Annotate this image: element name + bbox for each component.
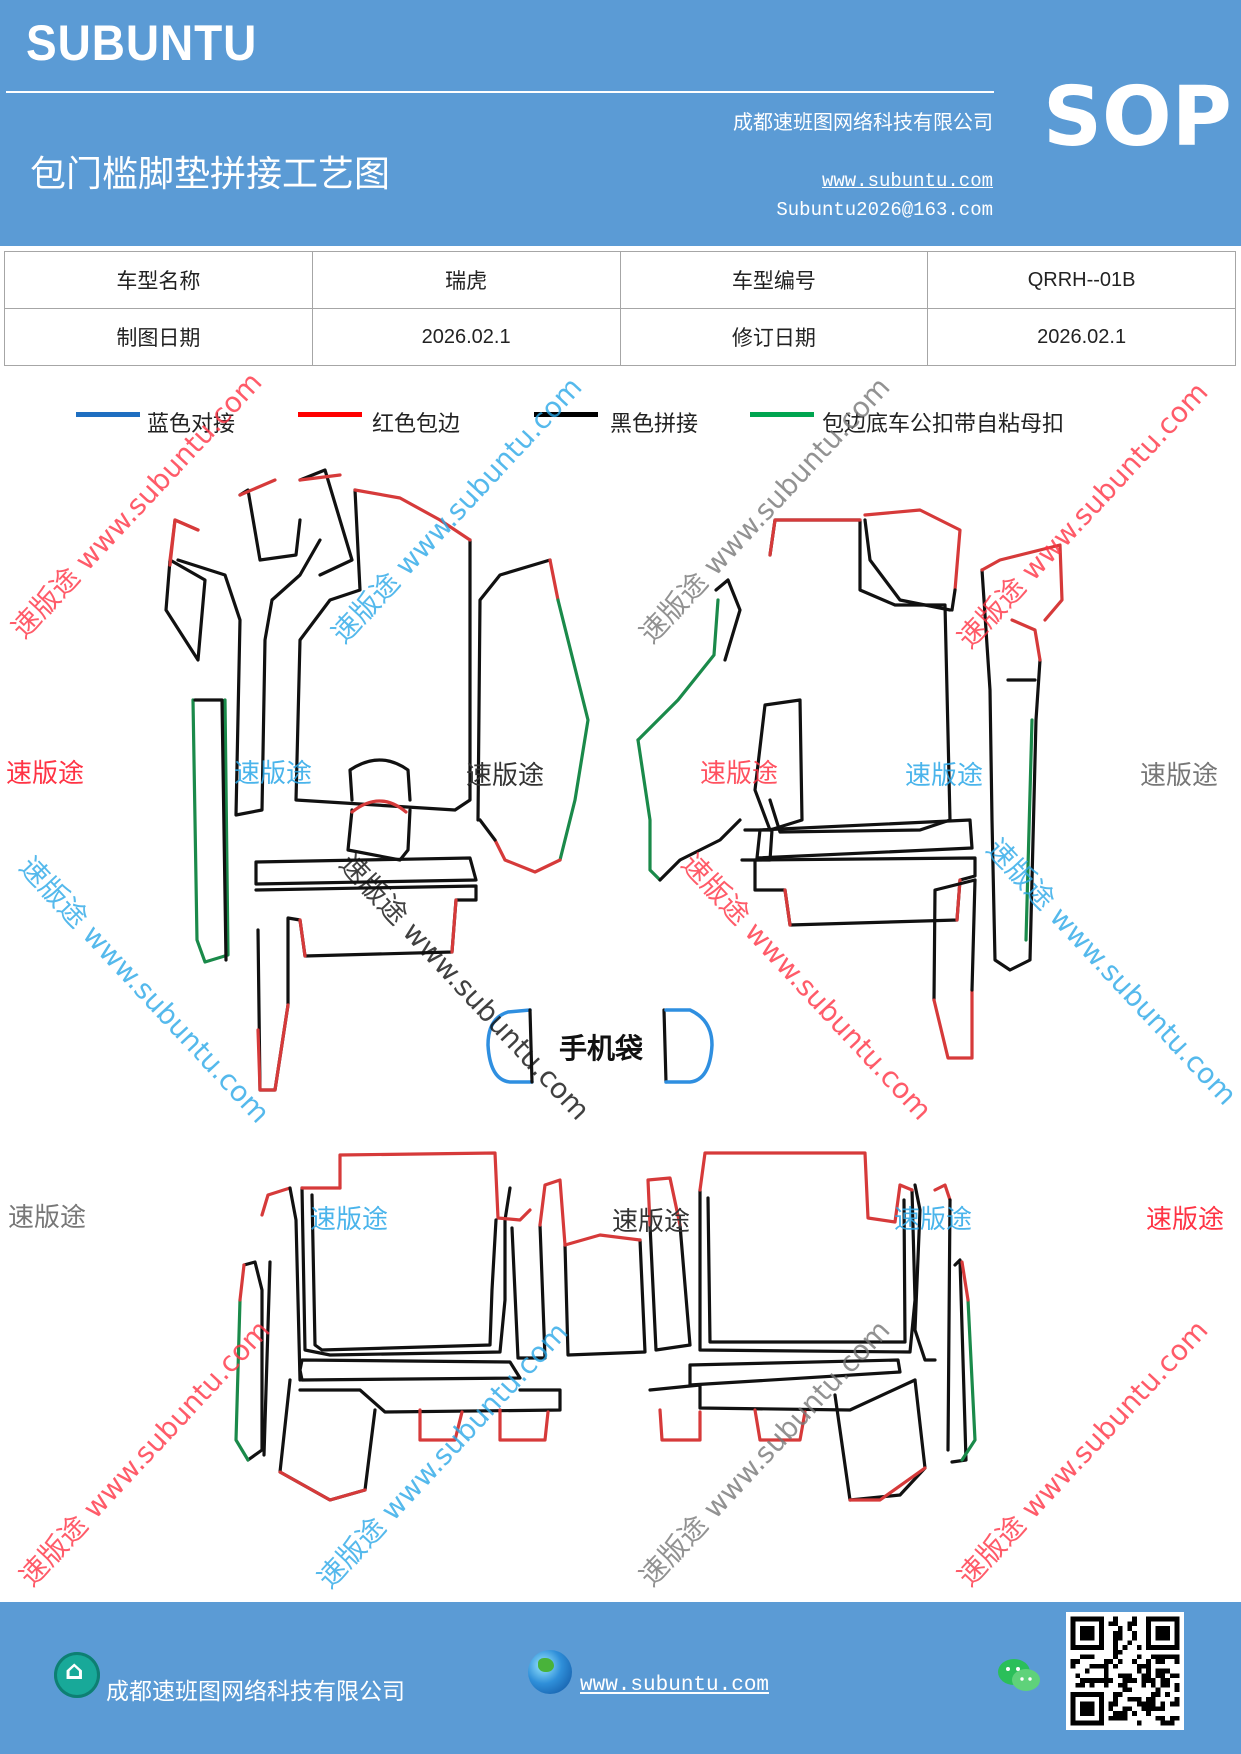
phone-pocket-left (486, 1008, 534, 1084)
mat-piece (300, 1151, 532, 1357)
header-email[interactable]: Subuntu2026@163.com (776, 199, 993, 221)
globe-icon (528, 1650, 572, 1694)
legend-swatch-black (534, 412, 598, 417)
qr-code (1066, 1612, 1184, 1730)
header-website-link[interactable]: www.subuntu.com (821, 170, 993, 192)
footer-website-link[interactable]: www.subuntu.com (580, 1674, 770, 1697)
watermark-url: 速版途 www.subuntu.com (13, 850, 276, 1129)
legend-label: 蓝色对接 (147, 412, 236, 437)
info-table: 车型名称 瑞虎 车型编号 QRRH--01B 制图日期 2026.02.1 修订… (4, 251, 1236, 366)
mat-piece (980, 543, 1064, 972)
watermarks: 速版途 速版途 速版途 速版途 速版途 速版途 速版途 速版途 速版途 速版途 … (6, 759, 1224, 1237)
wechat-icon[interactable] (996, 1656, 1042, 1696)
watermark-url: 速版途 www.subuntu.com (5, 366, 268, 645)
mat-piece (476, 558, 590, 874)
watermark-text: 速版途 (905, 761, 983, 791)
table-cell: 车型编号 (619, 251, 929, 309)
mat-piece (234, 1260, 264, 1462)
footer-company: 成都速班图网络科技有限公司 (106, 1679, 405, 1705)
watermark-url: 速版途 www.subuntu.com (675, 847, 938, 1126)
watermark-url: 速版途 www.subuntu.com (980, 832, 1241, 1111)
company-building-icon (54, 1652, 100, 1698)
watermark-url: 速版途 www.subuntu.com (633, 371, 896, 650)
table-cell: 2026.02.1 (311, 308, 621, 366)
watermark-text: 速版途 (700, 759, 778, 789)
legend-label: 黑色拼接 (610, 412, 699, 437)
table-cell: 2026.02.1 (927, 308, 1236, 366)
phone-pocket-right (662, 1008, 714, 1084)
mat-piece (346, 758, 412, 862)
table-cell: 修订日期 (619, 308, 929, 366)
watermark-text: 速版途 (8, 1203, 86, 1233)
header-banner: SUBUNTU 包门槛脚垫拼接工艺图 成都速班图网络科技有限公司 www.sub… (0, 0, 1241, 246)
watermark-text: 速版途 (6, 759, 84, 789)
mat-piece (698, 1151, 917, 1354)
document-title: 包门槛脚垫拼接工艺图 (30, 154, 391, 195)
watermark-text: 速版途 (310, 1205, 388, 1235)
sop-label: SOP (1043, 70, 1232, 165)
mat-piece (254, 856, 478, 1092)
mat-piece (636, 578, 742, 882)
mat-piece (913, 1183, 977, 1464)
table-row: 车型名称 瑞虎 车型编号 QRRH--01B (4, 251, 1236, 309)
mat-piece (168, 468, 472, 817)
brand-logo: SUBUNTU (26, 15, 258, 71)
mat-piece (278, 1358, 562, 1502)
footer-banner: 成都速班图网络科技有限公司 www.subuntu.com (0, 1602, 1241, 1754)
legend-label: 红色包边 (372, 412, 461, 437)
watermark-text: 速版途 (894, 1205, 972, 1235)
legend-label: 包边底车公扣带自粘母扣 (822, 412, 1065, 437)
mat-piece (768, 508, 962, 834)
header-divider (6, 91, 994, 93)
watermark-text: 速版途 (1146, 1205, 1224, 1235)
mat-piece (260, 1186, 302, 1457)
watermark-text: 速版途 (612, 1207, 690, 1237)
legend-swatch-red (298, 412, 362, 417)
watermark-url: 速版途 www.subuntu.com (333, 847, 596, 1126)
watermark-url: 速版途 www.subuntu.com (325, 371, 588, 650)
header-company: 成都速班图网络科技有限公司 (733, 110, 993, 134)
mat-piece (753, 818, 977, 927)
phone-pocket-label: 手机袋 (559, 1032, 644, 1065)
legend-swatch-blue (76, 412, 140, 417)
watermark-url: 速版途 www.subuntu.com (951, 1314, 1214, 1593)
watermark-url: 速版途 www.subuntu.com (633, 1314, 896, 1593)
watermark-text: 速版途 (466, 761, 544, 791)
table-cell: 制图日期 (4, 308, 313, 366)
watermark-url: 速版途 www.subuntu.com (311, 1316, 574, 1595)
table-cell: QRRH--01B (927, 251, 1236, 309)
legend-swatch-green (750, 412, 814, 417)
table-cell: 车型名称 (4, 251, 313, 309)
diagonal-watermarks: 速版途 www.subuntu.com 速版途 www.subuntu.com … (5, 366, 1241, 1595)
watermark-url: 速版途 www.subuntu.com (13, 1314, 276, 1593)
table-cell: 瑞虎 (311, 251, 621, 309)
mat-piece (164, 518, 230, 964)
mat-piece (648, 1358, 927, 1502)
watermark-text: 速版途 (234, 759, 312, 789)
table-row: 制图日期 2026.02.1 修订日期 2026.02.1 (4, 308, 1236, 366)
watermark-url: 速版途 www.subuntu.com (951, 376, 1214, 655)
mat-piece (932, 878, 977, 1060)
watermark-text: 速版途 (1140, 761, 1218, 791)
mat-piece (510, 1176, 692, 1360)
